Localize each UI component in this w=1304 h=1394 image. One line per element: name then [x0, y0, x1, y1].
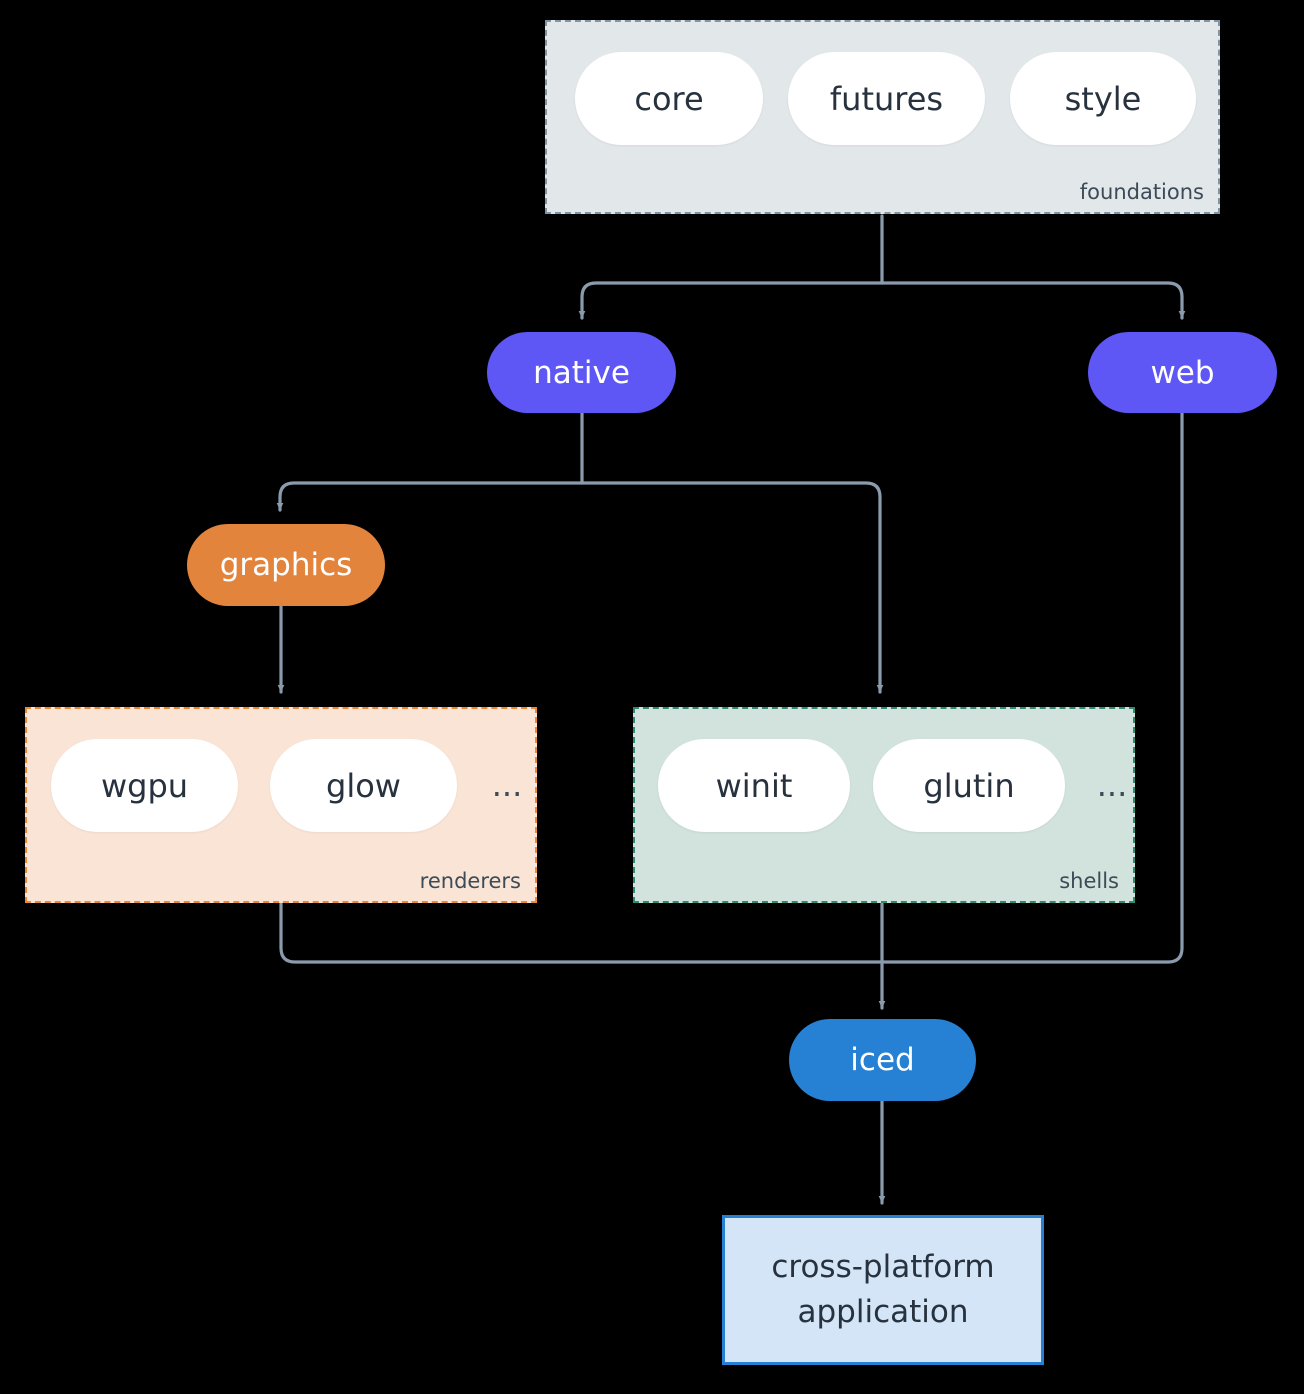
- node-style-label: style: [1064, 79, 1142, 118]
- edge-native-graphics: [276, 481, 584, 512]
- shells-more-ellipsis: ...: [1096, 766, 1128, 804]
- node-wgpu[interactable]: wgpu: [51, 739, 238, 832]
- node-graphics-label: graphics: [219, 547, 353, 583]
- edge-foundations-native: [578, 281, 884, 320]
- group-shells-label: shells: [1059, 869, 1119, 893]
- renderers-more-ellipsis: ...: [491, 766, 523, 804]
- node-glow[interactable]: glow: [270, 739, 457, 832]
- node-native-label: native: [533, 354, 630, 391]
- edge-foundations-web: [880, 281, 1186, 320]
- edge-renderers-iced: [279, 902, 884, 964]
- group-shells: winit glutin ... shells: [633, 707, 1135, 903]
- node-core-label: core: [634, 79, 704, 118]
- group-foundations-label: foundations: [1079, 180, 1204, 204]
- node-native[interactable]: native: [487, 332, 676, 413]
- node-iced[interactable]: iced: [789, 1019, 976, 1101]
- node-wgpu-label: wgpu: [100, 766, 189, 805]
- node-style[interactable]: style: [1010, 52, 1196, 145]
- application-label-line2: application: [797, 1294, 969, 1330]
- node-glutin[interactable]: glutin: [873, 739, 1065, 832]
- application-label-line1: cross-platform: [771, 1249, 995, 1286]
- node-futures-label: futures: [829, 79, 944, 118]
- node-graphics[interactable]: graphics: [187, 524, 385, 606]
- node-core[interactable]: core: [575, 52, 763, 145]
- node-futures[interactable]: futures: [788, 52, 985, 145]
- group-renderers-label: renderers: [419, 869, 521, 893]
- node-web-label: web: [1150, 354, 1215, 391]
- node-web[interactable]: web: [1088, 332, 1277, 413]
- node-winit-label: winit: [715, 766, 793, 805]
- node-glow-label: glow: [326, 766, 401, 805]
- node-glutin-label: glutin: [923, 766, 1015, 805]
- group-foundations: core futures style foundations: [545, 20, 1220, 214]
- node-cross-platform-application[interactable]: cross-platform application: [722, 1215, 1044, 1365]
- group-renderers: wgpu glow ... renderers: [25, 707, 537, 903]
- node-iced-label: iced: [850, 1042, 915, 1078]
- node-winit[interactable]: winit: [658, 739, 850, 832]
- edge-native-shells: [580, 481, 884, 694]
